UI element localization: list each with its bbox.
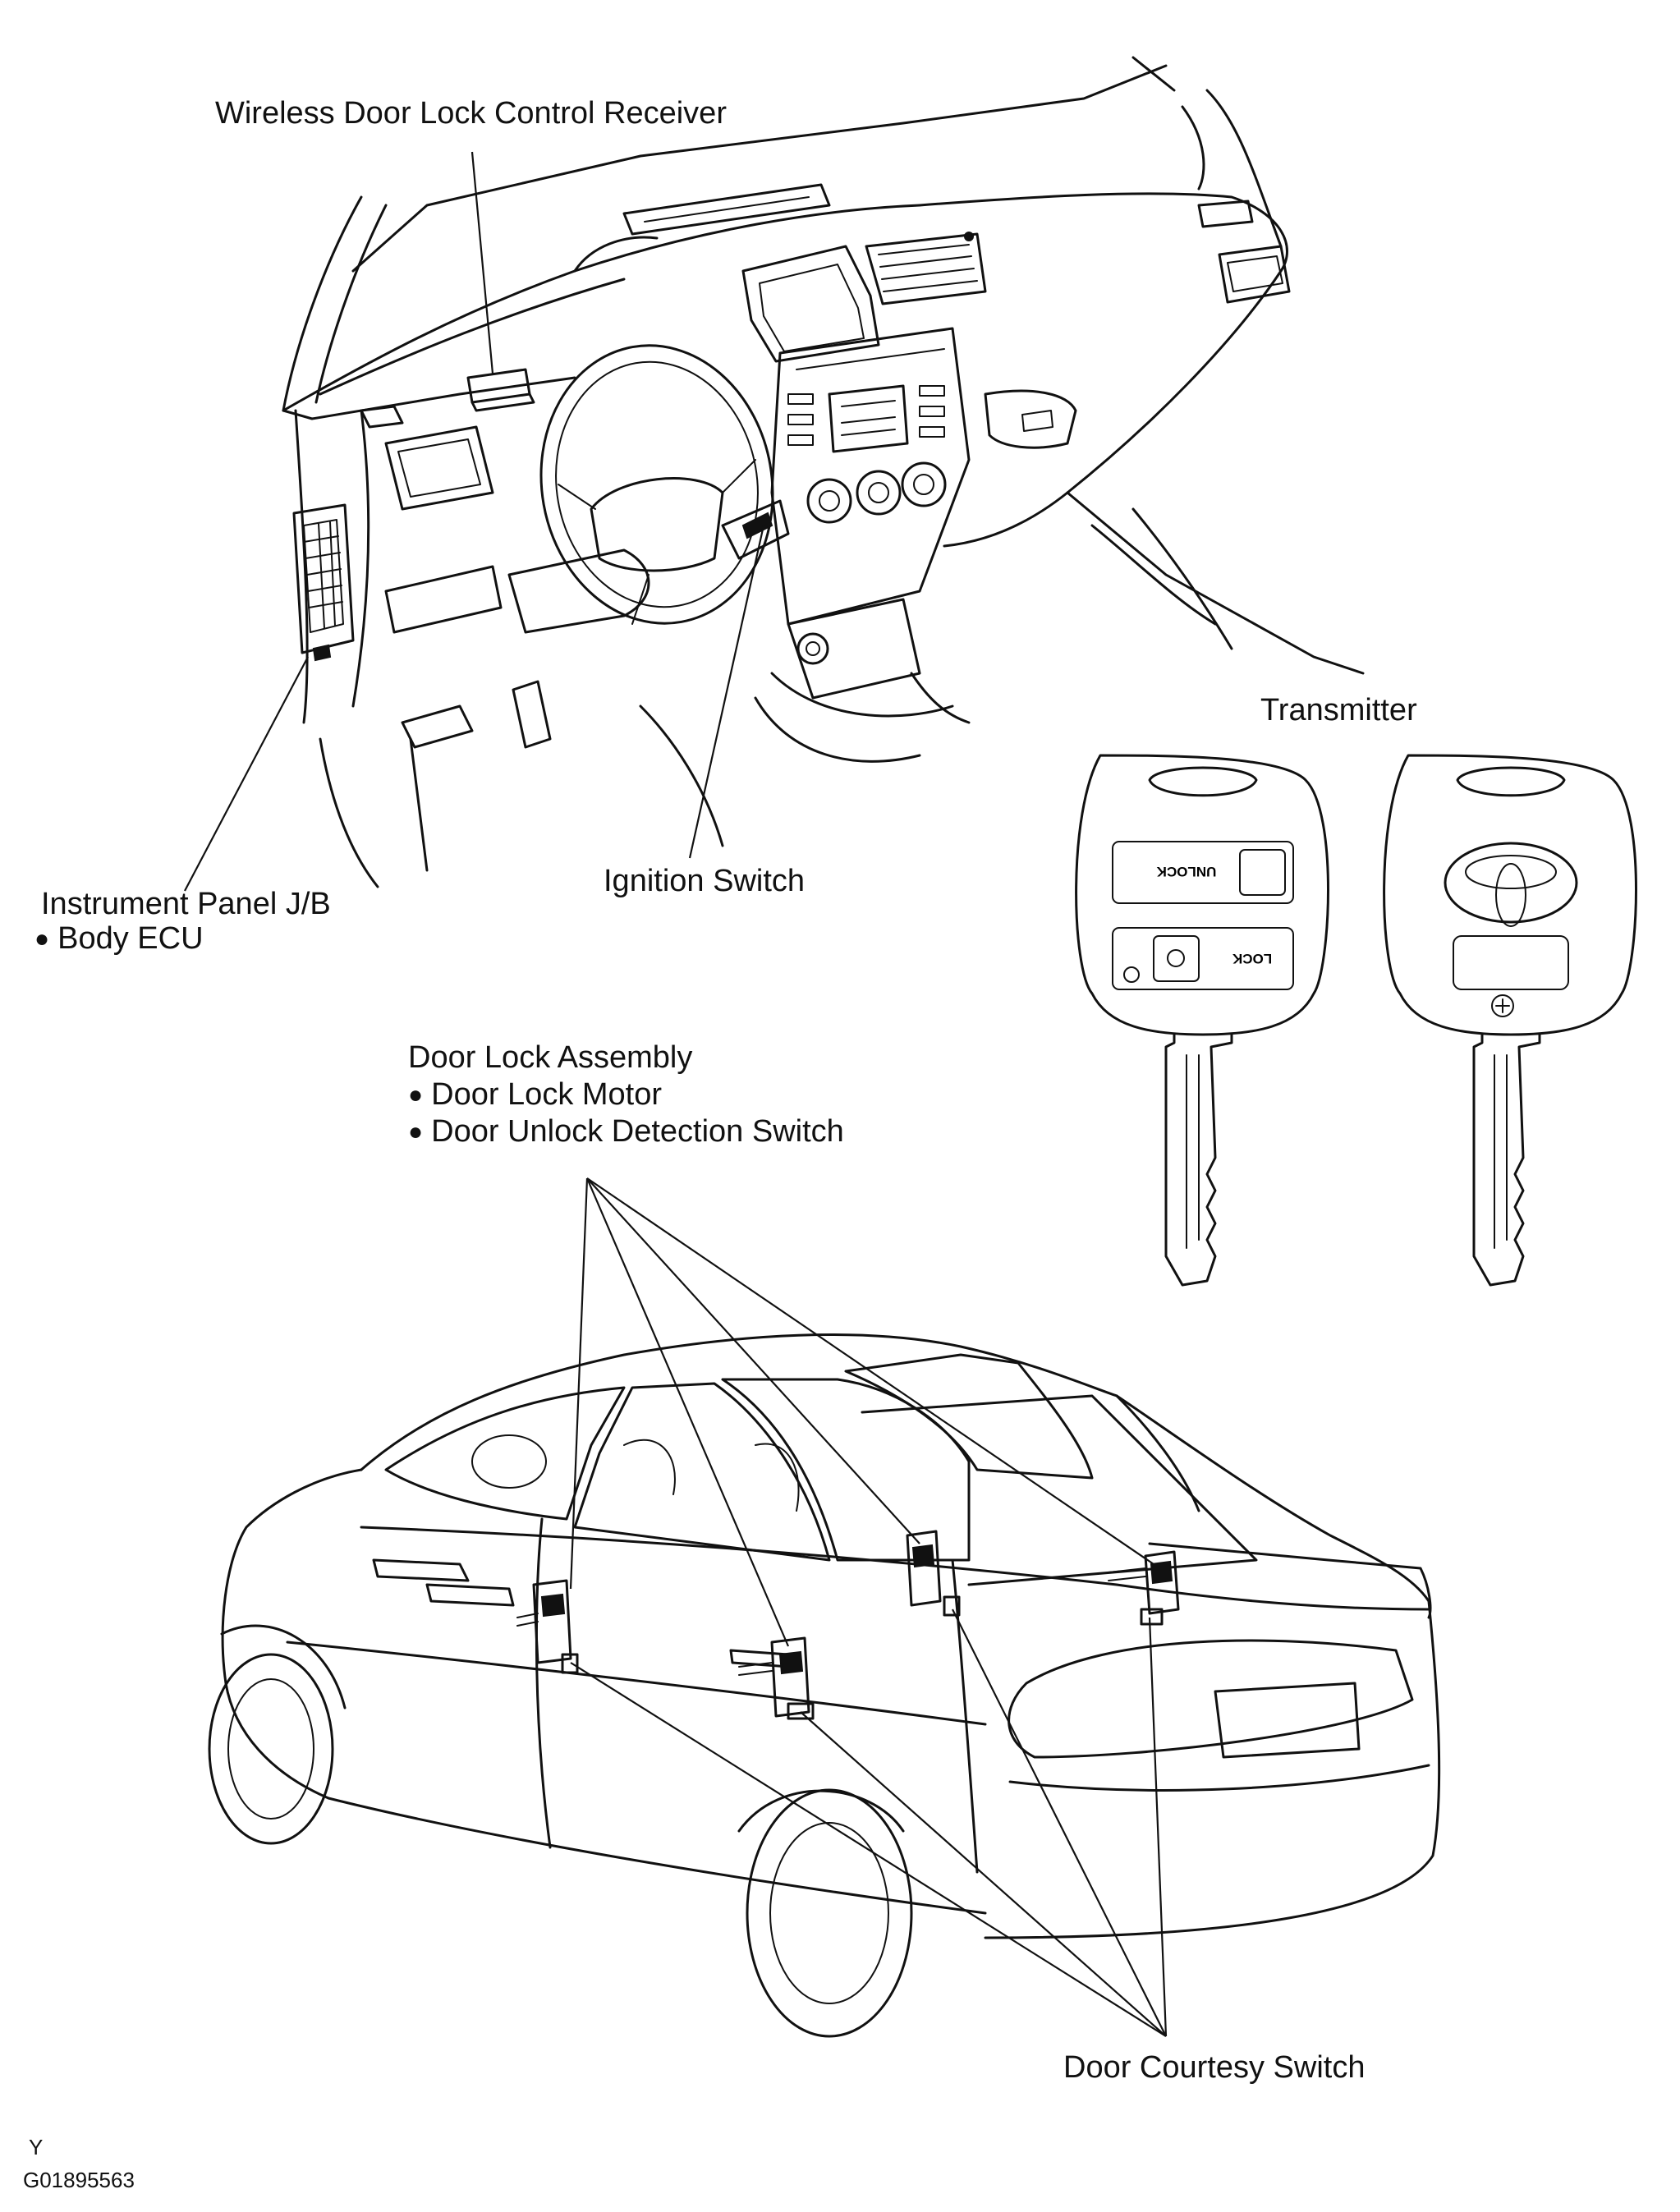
transmitter-key-icon <box>1075 754 1637 1287</box>
figure-id: G01895563 <box>23 2168 135 2192</box>
door-lock-assembly-leaders <box>569 1177 1154 1647</box>
door-lock-actuator-icon <box>906 1530 961 1617</box>
door-lock-motor-text: Door Lock Motor <box>431 1077 663 1112</box>
door-lock-actuator-icon <box>738 1636 815 1720</box>
jb-leader-line <box>184 656 309 892</box>
door-lock-actuator-icon <box>516 1579 579 1674</box>
body-ecu-text: Body ECU <box>57 921 204 956</box>
door-lock-actuator-icon <box>1108 1550 1180 1626</box>
ignition-switch-label: Ignition Switch <box>604 864 806 898</box>
instrument-panel-jb-label: Instrument Panel J/B <box>41 887 331 921</box>
wireless-receiver-icon <box>466 368 535 412</box>
receiver-leader-line <box>470 151 494 374</box>
door-lock-motor-label: Door Lock Motor <box>408 1076 662 1116</box>
lock-button-label: LOCK <box>1232 951 1272 966</box>
door-courtesy-switch-label: Door Courtesy Switch <box>1063 2050 1366 2085</box>
door-unlock-detection-switch-text: Door Unlock Detection Switch <box>431 1114 844 1149</box>
unlock-button-label: UNLOCK <box>1156 864 1216 879</box>
dashboard-illustration <box>282 56 1365 888</box>
sedan-illustration <box>208 1333 1441 2038</box>
instrument-panel-jb-icon <box>292 503 355 662</box>
door-lock-assembly-label: Door Lock Assembly <box>408 1040 693 1075</box>
code-letter: Y <box>29 2135 44 2159</box>
door-courtesy-switch-leaders <box>570 1609 1168 2037</box>
wireless-receiver-label: Wireless Door Lock Control Receiver <box>215 96 727 131</box>
transmitter-label: Transmitter <box>1260 693 1417 727</box>
door-unlock-detection-switch-label: Door Unlock Detection Switch <box>408 1113 844 1153</box>
ignition-leader-line <box>688 525 765 859</box>
toyota-logo-icon <box>1444 842 1578 927</box>
body-ecu-label: Body ECU <box>34 920 204 960</box>
